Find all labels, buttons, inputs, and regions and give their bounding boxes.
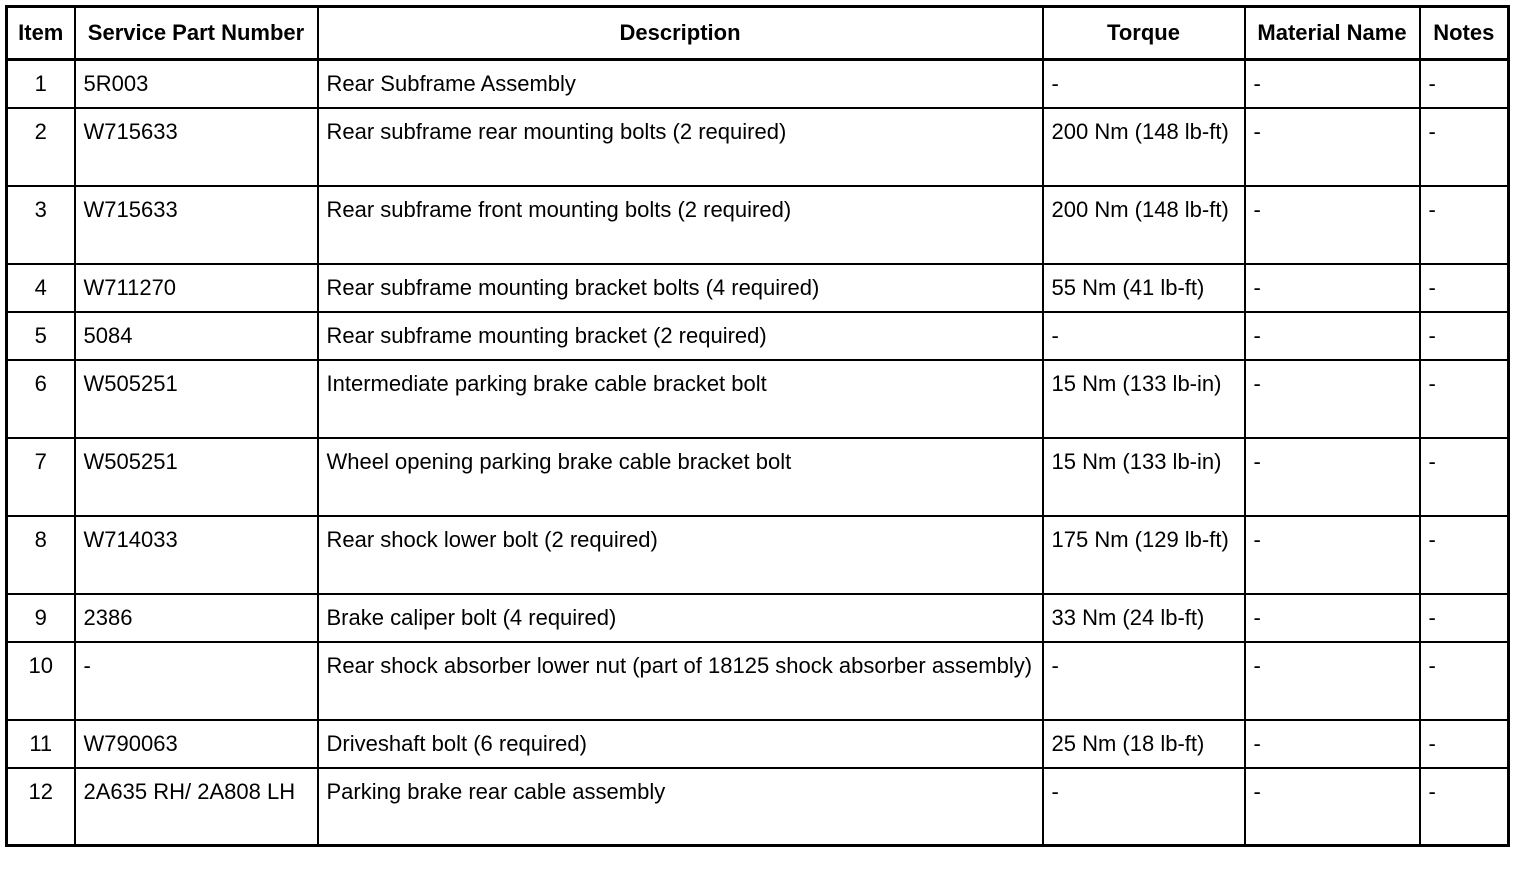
cell-notes: - [1418,640,1510,721]
cell-description: Parking brake rear cable assembly [316,766,1044,847]
cell-notes: - [1418,514,1510,595]
cell-notes: - [1418,436,1510,517]
cell-torque: 175 Nm (129 lb-ft) [1041,514,1246,595]
cell-item: 5 [5,310,76,361]
cell-notes: - [1418,718,1510,769]
header-torque: Torque [1041,5,1246,61]
cell-description: Rear subframe front mounting bolts (2 re… [316,184,1044,265]
cell-description: Rear shock lower bolt (2 required) [316,514,1044,595]
cell-torque: 15 Nm (133 lb-in) [1041,358,1246,439]
cell-material: - [1243,766,1421,847]
cell-notes: - [1418,262,1510,313]
cell-notes: - [1418,592,1510,643]
cell-part: W505251 [73,358,319,439]
cell-material: - [1243,106,1421,187]
table-header-row: Item Service Part Number Description Tor… [5,5,1510,61]
cell-item: 3 [5,184,76,265]
table-row: 5 5084 Rear subframe mounting bracket (2… [5,310,1510,361]
cell-item: 8 [5,514,76,595]
cell-item: 9 [5,592,76,643]
table-row: 6 W505251 Intermediate parking brake cab… [5,358,1510,439]
cell-torque: - [1041,766,1246,847]
cell-material: - [1243,184,1421,265]
cell-torque: 15 Nm (133 lb-in) [1041,436,1246,517]
cell-torque: 200 Nm (148 lb-ft) [1041,106,1246,187]
header-service-part-number: Service Part Number [73,5,319,61]
cell-part: 5084 [73,310,319,361]
cell-notes: - [1418,358,1510,439]
header-material-name: Material Name [1243,5,1421,61]
header-notes: Notes [1418,5,1510,61]
cell-description: Rear subframe mounting bracket (2 requir… [316,310,1044,361]
table-row: 7 W505251 Wheel opening parking brake ca… [5,436,1510,517]
cell-item: 10 [5,640,76,721]
cell-material: - [1243,358,1421,439]
cell-torque: - [1041,58,1246,109]
cell-part: W715633 [73,184,319,265]
cell-torque: 33 Nm (24 lb-ft) [1041,592,1246,643]
cell-torque: - [1041,640,1246,721]
cell-notes: - [1418,58,1510,109]
cell-description: Wheel opening parking brake cable bracke… [316,436,1044,517]
cell-torque: - [1041,310,1246,361]
cell-item: 2 [5,106,76,187]
table-row: 1 5R003 Rear Subframe Assembly - - - [5,58,1510,109]
table-row: 3 W715633 Rear subframe front mounting b… [5,184,1510,265]
cell-description: Rear shock absorber lower nut (part of 1… [316,640,1044,721]
table-row: 11 W790063 Driveshaft bolt (6 required) … [5,718,1510,769]
cell-torque: 25 Nm (18 lb-ft) [1041,718,1246,769]
cell-part: - [73,640,319,721]
table-row: 4 W711270 Rear subframe mounting bracket… [5,262,1510,313]
cell-notes: - [1418,184,1510,265]
table-row: 10 - Rear shock absorber lower nut (part… [5,640,1510,721]
cell-material: - [1243,262,1421,313]
cell-part: 5R003 [73,58,319,109]
table-row: 2 W715633 Rear subframe rear mounting bo… [5,106,1510,187]
cell-part: W505251 [73,436,319,517]
cell-torque: 200 Nm (148 lb-ft) [1041,184,1246,265]
cell-description: Rear Subframe Assembly [316,58,1044,109]
cell-material: - [1243,514,1421,595]
cell-description: Driveshaft bolt (6 required) [316,718,1044,769]
table-row: 12 2A635 RH/ 2A808 LH Parking brake rear… [5,766,1510,847]
cell-material: - [1243,58,1421,109]
parts-table: Item Service Part Number Description Tor… [5,5,1510,847]
cell-part: 2A635 RH/ 2A808 LH [73,766,319,847]
cell-material: - [1243,718,1421,769]
cell-part: W714033 [73,514,319,595]
cell-part: W715633 [73,106,319,187]
parts-table-container: Item Service Part Number Description Tor… [5,5,1510,847]
cell-description: Brake caliper bolt (4 required) [316,592,1044,643]
cell-notes: - [1418,106,1510,187]
cell-material: - [1243,310,1421,361]
cell-notes: - [1418,766,1510,847]
table-row: 9 2386 Brake caliper bolt (4 required) 3… [5,592,1510,643]
cell-torque: 55 Nm (41 lb-ft) [1041,262,1246,313]
cell-notes: - [1418,310,1510,361]
cell-description: Rear subframe rear mounting bolts (2 req… [316,106,1044,187]
cell-material: - [1243,436,1421,517]
header-item: Item [5,5,76,61]
cell-item: 11 [5,718,76,769]
cell-item: 6 [5,358,76,439]
cell-material: - [1243,640,1421,721]
cell-item: 12 [5,766,76,847]
cell-material: - [1243,592,1421,643]
cell-item: 7 [5,436,76,517]
cell-description: Intermediate parking brake cable bracket… [316,358,1044,439]
cell-part: W790063 [73,718,319,769]
header-description: Description [316,5,1044,61]
cell-part: W711270 [73,262,319,313]
cell-part: 2386 [73,592,319,643]
cell-description: Rear subframe mounting bracket bolts (4 … [316,262,1044,313]
cell-item: 1 [5,58,76,109]
table-row: 8 W714033 Rear shock lower bolt (2 requi… [5,514,1510,595]
cell-item: 4 [5,262,76,313]
